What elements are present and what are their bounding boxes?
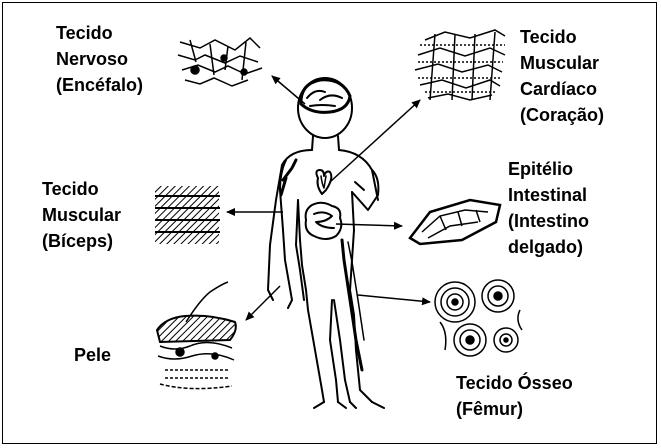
arrow-to-pele [246, 286, 280, 320]
label-line: Muscular [42, 202, 121, 228]
label-line: Tecido Ósseo [456, 370, 573, 396]
label-line: Nervoso [56, 46, 143, 72]
label-epitelio-intestinal: Epitélio Intestinal (Intestino delgado) [508, 156, 589, 260]
label-line: (Fêmur) [456, 396, 573, 422]
label-tecido-muscular-biceps: Tecido Muscular (Bíceps) [42, 176, 121, 254]
cardiac-muscle-icon [415, 30, 505, 100]
label-line: (Intestino [508, 208, 589, 234]
skin-icon [157, 282, 236, 389]
intestinal-epithelium-icon [410, 200, 500, 244]
label-tecido-osseo: Tecido Ósseo (Fêmur) [456, 370, 573, 422]
arrow-to-epitelio [336, 224, 402, 226]
label-tecido-muscular-cardiaco: Tecido Muscular Cardíaco (Coração) [520, 24, 604, 128]
label-line: Cardíaco [520, 76, 604, 102]
label-line: delgado) [508, 234, 589, 260]
label-line: (Coração) [520, 102, 604, 128]
label-line: Pele [74, 342, 111, 368]
arrow-to-nervoso [272, 76, 305, 104]
skeletal-muscle-icon [155, 186, 220, 244]
arrow-to-osseo [358, 295, 430, 302]
label-pele: Pele [74, 342, 111, 368]
label-line: Epitélio [508, 156, 589, 182]
label-line: Tecido [520, 24, 604, 50]
nerve-tissue-icon [178, 38, 262, 86]
label-line: Intestinal [508, 182, 589, 208]
label-line: Tecido [56, 20, 143, 46]
label-line: Tecido [42, 176, 121, 202]
label-line: (Encéfalo) [56, 72, 143, 98]
bone-tissue-icon [435, 280, 522, 356]
label-line: Muscular [520, 50, 604, 76]
label-tecido-nervoso: Tecido Nervoso (Encéfalo) [56, 20, 143, 98]
arrow-to-cardiaco [330, 100, 420, 182]
human-body-outline [268, 78, 384, 408]
label-line: (Bíceps) [42, 228, 121, 254]
